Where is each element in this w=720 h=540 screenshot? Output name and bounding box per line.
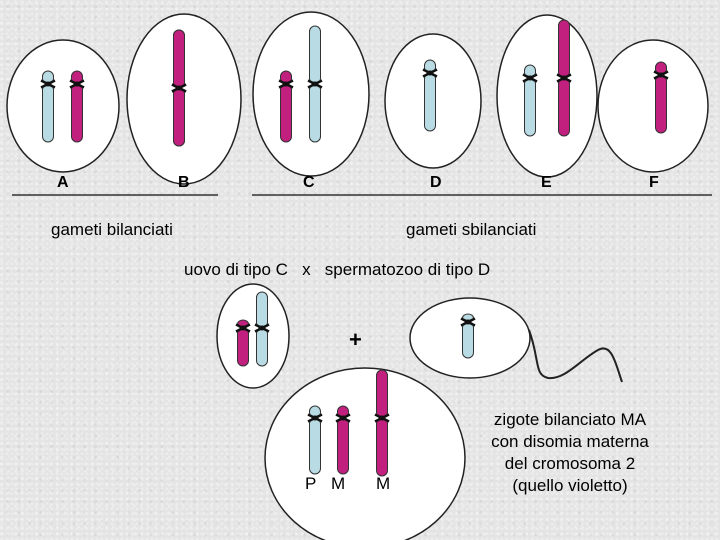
chromosome-b-2 <box>171 29 187 147</box>
centromere <box>374 413 390 423</box>
cell-a-label: A <box>57 174 69 191</box>
caption-line-3: del cromosoma 2 <box>504 454 636 473</box>
egg-chromosome-2 <box>254 291 270 367</box>
centromere <box>460 317 476 327</box>
chromosome-c-1 <box>278 70 294 143</box>
egg-cell-c <box>216 283 290 389</box>
zygote-chromosome-m1 <box>335 405 351 475</box>
chromosome-e-1 <box>522 64 538 137</box>
cell-b-label: B <box>178 174 190 191</box>
cell-f-label: F <box>649 174 659 191</box>
caption-line-2: con disomia materna <box>491 432 649 451</box>
paternal-label: P <box>305 474 317 493</box>
centromere <box>171 83 187 93</box>
balanced-gametes-label: gameti bilanciati <box>51 220 173 239</box>
cell-c-label: C <box>303 174 315 191</box>
caption-line-1: zigote bilanciato MA <box>493 410 647 429</box>
cell-e <box>496 14 598 178</box>
cross-label: uovo di tipo C x spermatozoo di tipo D <box>184 260 491 279</box>
cell-a <box>6 39 120 173</box>
maternal-label-2: M <box>376 474 391 493</box>
chromosome-c-2 <box>307 25 323 143</box>
maternal-label-1: M <box>331 474 346 493</box>
zygote-caption: zigote bilanciato MA con disomia materna… <box>470 409 670 497</box>
chromosome-a-1 <box>40 70 56 143</box>
chromosomes <box>40 19 669 477</box>
unbalanced-gametes-label: gameti sbilanciati <box>406 220 537 239</box>
cell-d-label: D <box>430 174 442 191</box>
centromere <box>653 70 669 80</box>
zygote-cell <box>264 367 466 540</box>
centromere <box>235 323 251 333</box>
centromere <box>278 79 294 89</box>
egg-chromosome-1 <box>235 319 251 367</box>
centromere <box>40 79 56 89</box>
centromere <box>307 79 323 89</box>
chromosome-d-1 <box>422 59 438 132</box>
centromere <box>422 68 438 78</box>
centromere <box>69 79 85 89</box>
plus-sign: + <box>349 327 362 352</box>
centromere <box>556 73 572 83</box>
sperm-tail <box>528 329 623 383</box>
centromere <box>522 73 538 83</box>
sperm-chromosome-1 <box>460 313 476 359</box>
zygote-chromosome-m2 <box>374 369 390 477</box>
zygote-chromosome-p <box>307 405 323 475</box>
cell-f <box>597 39 709 173</box>
centromere <box>307 413 323 423</box>
centromere <box>254 323 270 333</box>
chromosome-f-1 <box>653 61 669 134</box>
chromosome-a-2 <box>69 70 85 143</box>
caption-line-4: (quello violetto) <box>512 476 628 495</box>
chromosome-e-2 <box>556 19 572 137</box>
centromere <box>335 413 351 423</box>
cell-e-label: E <box>541 174 552 191</box>
